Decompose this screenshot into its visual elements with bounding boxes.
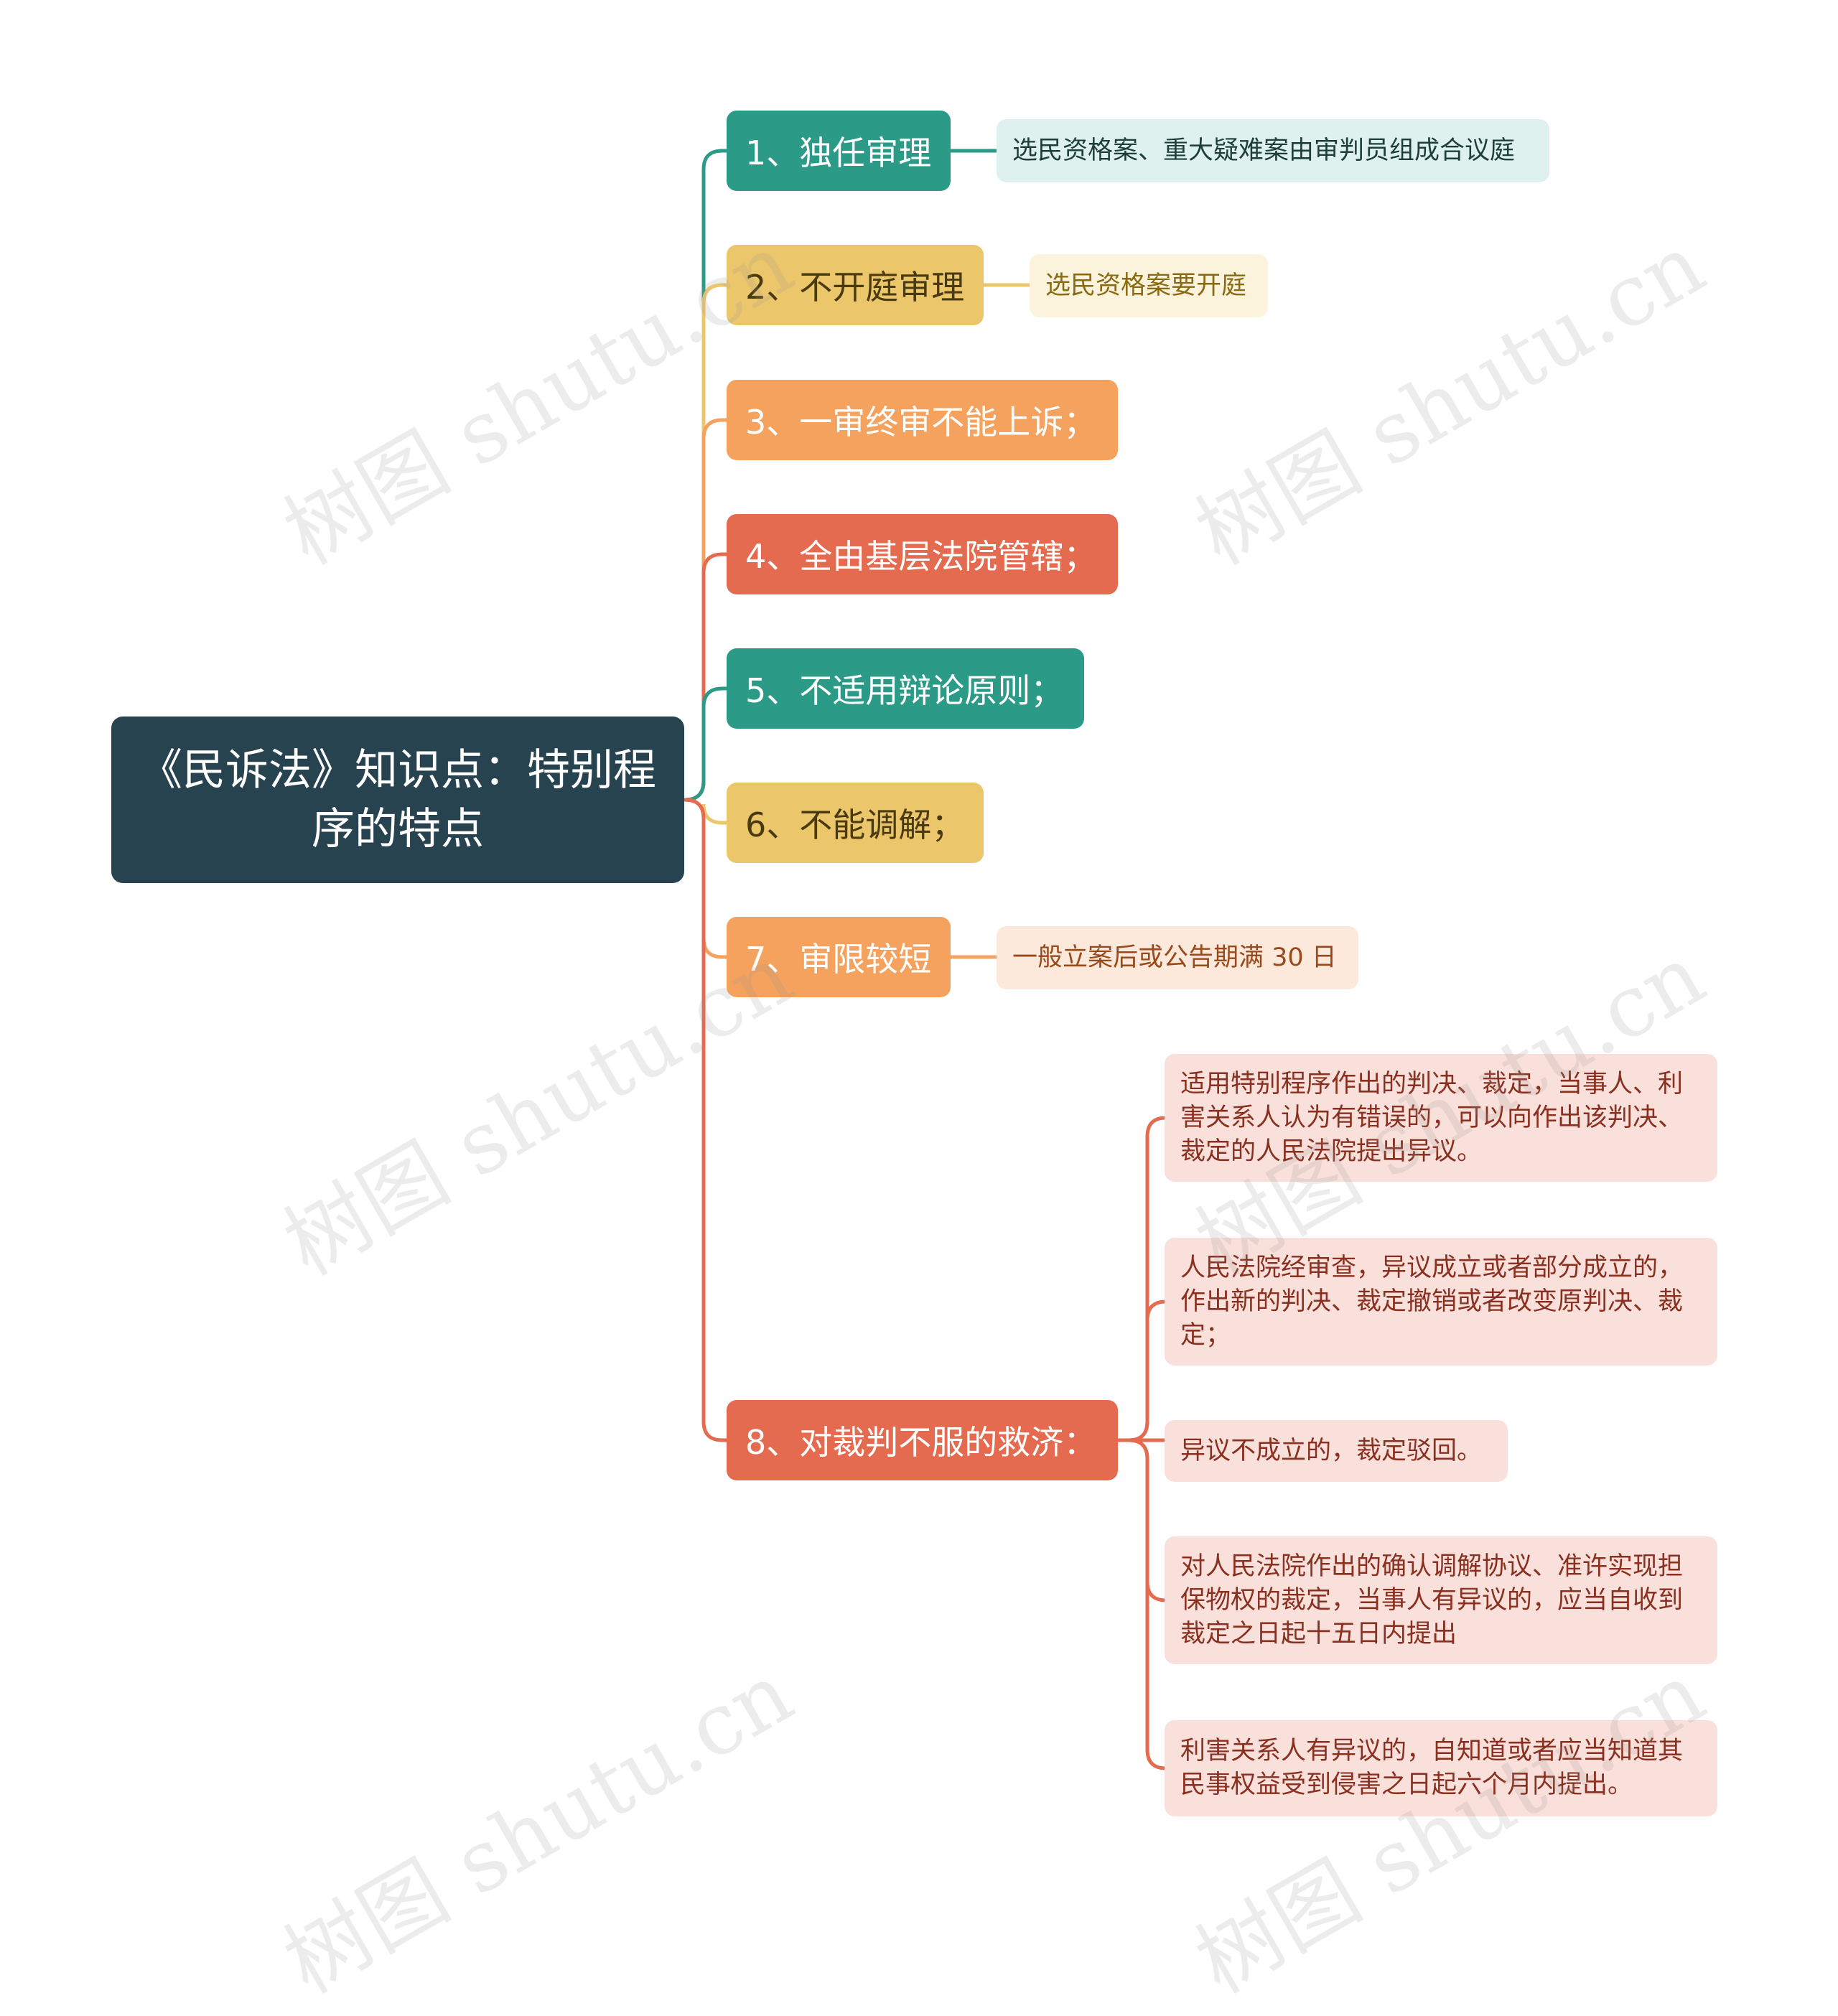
branch-2[interactable]: 2、不开庭审理 <box>727 245 984 325</box>
branch-label: 3、一审终审不能上诉； <box>745 403 1097 442</box>
branch-label: 8、对裁判不服的救济： <box>745 1423 1097 1462</box>
leaf-node[interactable]: 选民资格案要开庭 <box>1030 254 1268 317</box>
connector-line <box>1116 1299 1167 1442</box>
branch-3[interactable]: 3、一审终审不能上诉； <box>727 380 1118 460</box>
leaf-text: 异议不成立的，裁定驳回。 <box>1180 1436 1483 1465</box>
leaf-text: 选民资格案、重大疑难案由审判员组成合议庭 <box>1012 136 1516 165</box>
branch-label: 2、不开庭审理 <box>745 268 965 307</box>
branch-label: 6、不能调解； <box>745 806 965 844</box>
connector-line <box>682 798 729 1442</box>
leaf-text: 选民资格案要开庭 <box>1045 271 1247 300</box>
leaf-node[interactable]: 人民法院经审查，异议成立或者部分成立的，作出新的判决、裁定撤销或者改变原判决、裁… <box>1165 1238 1717 1366</box>
leaf-text: 利害关系人有异议的，自知道或者应当知道其民事权益受到侵害之日起六个月内提出。 <box>1180 1737 1684 1799</box>
branch-1[interactable]: 1、独任审理 <box>727 111 951 191</box>
leaf-node[interactable]: 适用特别程序作出的判决、裁定，当事人、利害关系人认为有错误的，可以向作出该判决、… <box>1165 1054 1717 1182</box>
root-node[interactable]: 《民诉法》知识点：特别程序的特点 <box>111 717 684 883</box>
leaf-text: 人民法院经审查，异议成立或者部分成立的，作出新的判决、裁定撤销或者改变原判决、裁… <box>1180 1253 1684 1350</box>
leaf-text: 对人民法院作出的确认调解协议、准许实现担保物权的裁定，当事人有异议的，应当自收到… <box>1180 1551 1684 1648</box>
branch-6[interactable]: 6、不能调解； <box>727 783 984 863</box>
branch-label: 1、独任审理 <box>745 134 932 172</box>
connector-line <box>1116 1438 1167 1602</box>
mind-map-canvas: 《民诉法》知识点：特别程序的特点 1、独任审理 2、不开庭审理 3、一审终审不能… <box>111 111 1720 2012</box>
branch-7[interactable]: 7、审限较短 <box>727 917 951 997</box>
leaf-node[interactable]: 选民资格案、重大疑难案由审判员组成合议庭 <box>997 119 1549 182</box>
connector-line <box>682 686 729 802</box>
branch-8[interactable]: 8、对裁判不服的救济： <box>727 1400 1118 1480</box>
connector-line <box>1116 1438 1167 1770</box>
branch-label: 7、审限较短 <box>745 940 932 979</box>
leaf-text: 适用特别程序作出的判决、裁定，当事人、利害关系人认为有错误的，可以向作出该判决、… <box>1180 1069 1684 1166</box>
leaf-node[interactable]: 对人民法院作出的确认调解协议、准许实现担保物权的裁定，当事人有异议的，应当自收到… <box>1165 1536 1717 1664</box>
leaf-node[interactable]: 异议不成立的，裁定驳回。 <box>1165 1420 1508 1482</box>
branch-4[interactable]: 4、全由基层法院管辖； <box>727 514 1118 594</box>
root-title: 《民诉法》知识点：特别程序的特点 <box>139 745 656 854</box>
leaf-text: 一般立案后或公告期满 30 日 <box>1012 943 1337 972</box>
branch-label: 5、不适用辩论原则； <box>745 671 1064 710</box>
branch-label: 4、全由基层法院管辖； <box>745 537 1097 576</box>
leaf-node[interactable]: 利害关系人有异议的，自知道或者应当知道其民事权益受到侵害之日起六个月内提出。 <box>1165 1720 1717 1816</box>
leaf-node[interactable]: 一般立案后或公告期满 30 日 <box>997 926 1358 989</box>
connector-line <box>1116 1116 1167 1442</box>
branch-5[interactable]: 5、不适用辩论原则； <box>727 648 1084 729</box>
connector-lines <box>682 149 1167 1770</box>
